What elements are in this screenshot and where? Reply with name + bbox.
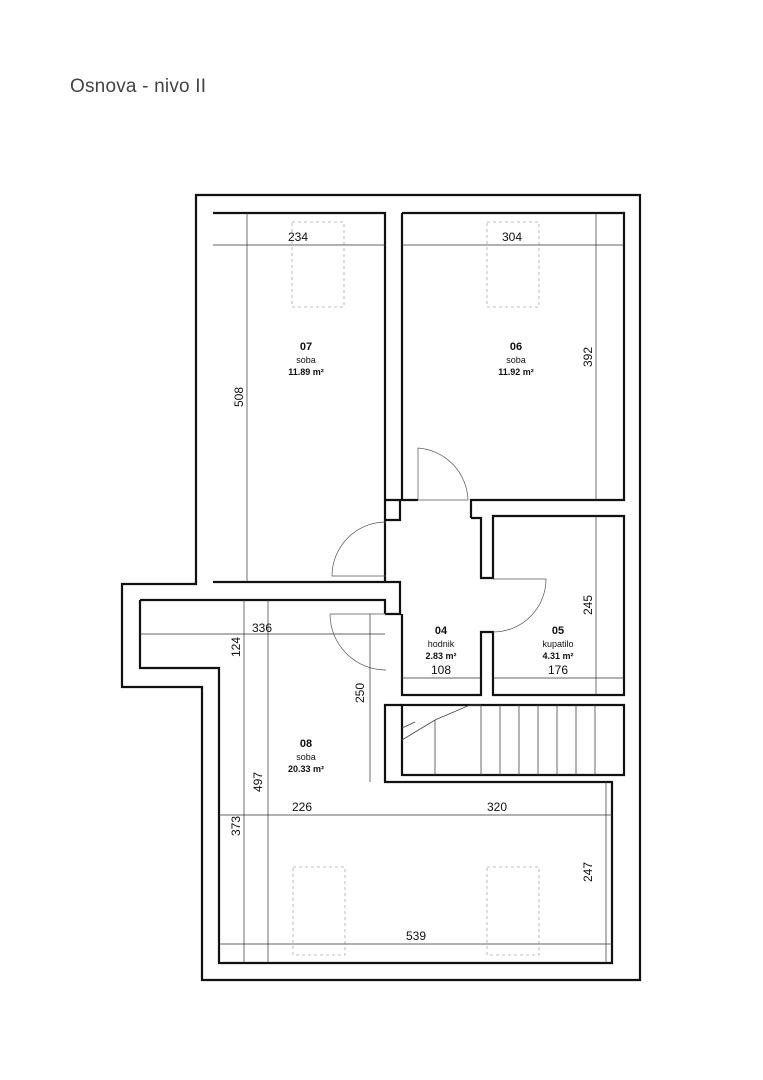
dimension-label: 392 [581, 347, 595, 367]
room-06-outline [400, 211, 626, 518]
room-07-name: soba [296, 355, 316, 365]
room-05-name: kupatilo [542, 639, 573, 649]
room-07-outline [213, 211, 402, 616]
room-08-number: 08 [300, 738, 312, 750]
staircase-steps [401, 704, 596, 775]
dimension-label: 250 [353, 683, 367, 703]
dimension-label: 176 [548, 663, 568, 677]
window-08-left [292, 866, 346, 956]
room-07-area: 11.89 m² [288, 367, 324, 377]
door-05 [492, 578, 547, 633]
dimension-label: 226 [292, 800, 312, 814]
room-05-outline [400, 514, 626, 697]
room-05-number: 05 [552, 625, 564, 637]
room-07-number: 07 [300, 341, 312, 353]
dimension-lines [140, 213, 624, 963]
room-04-area: 2.83 m² [425, 651, 456, 661]
dimension-label: 245 [581, 595, 595, 615]
window-07 [291, 221, 345, 308]
dimension-label: 124 [229, 637, 243, 657]
dimension-label: 304 [502, 230, 522, 244]
room-05-area: 4.31 m² [542, 651, 573, 661]
dimension-label: 108 [431, 663, 451, 677]
dimension-label: 336 [252, 621, 272, 635]
dimension-label: 508 [232, 387, 246, 407]
dimension-label: 373 [229, 816, 243, 836]
door-07 [331, 521, 387, 577]
room-06-area: 11.92 m² [498, 367, 534, 377]
room-06-name: soba [506, 355, 526, 365]
dimension-label: 539 [406, 929, 426, 943]
outer-wall [120, 193, 642, 982]
room-08-outline [138, 598, 614, 965]
room-04-name: hodnik [428, 639, 455, 649]
dimension-label: 320 [487, 800, 507, 814]
window-06 [486, 221, 540, 308]
room-08-name: soba [296, 752, 316, 762]
dimension-label: 234 [288, 230, 308, 244]
room-06-number: 06 [510, 341, 522, 353]
door-06 [417, 447, 469, 501]
window-08-right [486, 866, 540, 956]
dimension-label: 497 [251, 772, 265, 792]
dimension-label: 247 [581, 862, 595, 882]
staircase-outline [400, 703, 626, 777]
door-08 [329, 613, 387, 671]
room-04-number: 04 [435, 625, 448, 637]
page-title: Osnova - nivo II [70, 76, 207, 97]
room-08-area: 20.33 m² [288, 764, 324, 774]
